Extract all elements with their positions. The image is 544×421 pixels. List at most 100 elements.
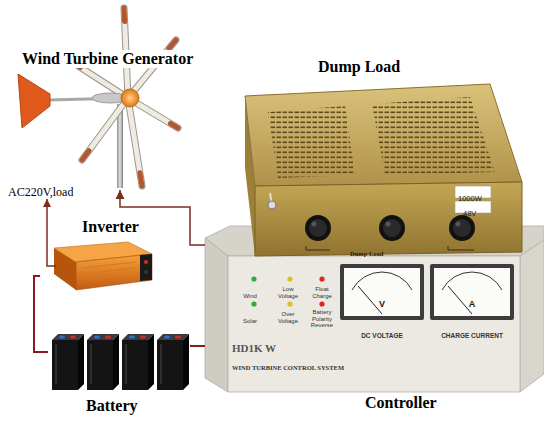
dump-load-box [448, 246, 474, 250]
meter-caption: CHARGE CURRENT [441, 332, 503, 339]
label-holder: A [430, 293, 514, 311]
label-holder: Over Voltage [272, 309, 304, 327]
meter-unit: A [469, 299, 476, 309]
inverter-body [82, 274, 136, 280]
turbine-node: Wind Turbine Generator [14, 2, 210, 190]
controller-housing [358, 286, 382, 314]
controller-housing [434, 268, 510, 316]
meter-unit: V [379, 299, 385, 309]
label-holder: HD1K W [232, 338, 276, 356]
wind-turbine [128, 98, 142, 186]
text-holder: Wind Turbine Generator [20, 50, 195, 68]
indicator-label: Low Voltage [272, 286, 304, 299]
dump-load-node: Dump Load [240, 56, 530, 200]
label-holder: AC220V,load [8, 182, 73, 200]
dump-load-box [449, 215, 475, 241]
component-name: Controller [365, 394, 437, 412]
controller-housing [340, 264, 424, 320]
dump-load-box [383, 219, 401, 237]
wind-turbine [128, 40, 176, 98]
component-name: Wind Turbine Generator [20, 50, 195, 68]
text-holder: Battery [86, 397, 138, 415]
controller-housing [251, 276, 256, 281]
controller-node: Controller [205, 200, 544, 418]
label-holder: 48V [463, 202, 476, 220]
inverter-body [76, 254, 152, 290]
label-holder: Solar [234, 309, 266, 327]
label-holder: WIND TURBINE CONTROL SYSTEM [232, 356, 344, 374]
controller-housing [352, 272, 412, 290]
rating-sticker: 1000W [458, 195, 482, 204]
panel-label: Dump Load [350, 250, 383, 257]
dump-load-box [306, 246, 330, 250]
label-holder: CHARGE CURRENT [430, 324, 514, 342]
wind-turbine [18, 74, 50, 128]
wire-connector [190, 345, 205, 347]
component-name: Battery [86, 397, 138, 415]
controller-housing [448, 286, 472, 314]
battery-bank [87, 334, 119, 390]
dump-load-box [255, 182, 522, 256]
controller-housing [287, 301, 292, 306]
wind-turbine [140, 173, 142, 186]
controller-housing [205, 238, 228, 392]
ac-output-arrow [47, 199, 56, 266]
inverter-body [82, 268, 136, 274]
rating-sticker: 48V [463, 210, 476, 219]
wind-turbine [121, 89, 139, 107]
controller-housing [344, 268, 420, 316]
label-holder: V [340, 293, 424, 311]
inverter-body [54, 242, 152, 290]
wind-turbine [82, 98, 128, 160]
label-holder: 1000W [458, 187, 482, 205]
wire-connector [120, 190, 205, 245]
wind-turbine [128, 98, 142, 186]
indicator-label: Wind [243, 293, 257, 300]
dump-load-box [305, 215, 331, 241]
inverter-node: Inverter [40, 216, 158, 294]
dump-load-box [386, 222, 391, 227]
meter-caption: DC VOLTAGE [361, 332, 403, 339]
inverter-body [140, 254, 152, 281]
controller-housing [319, 276, 324, 281]
indicator-label: Battery Polarity Reverse [306, 309, 338, 329]
inverter-body [82, 262, 136, 268]
wind-turbine [18, 8, 178, 188]
wind-turbine [169, 40, 176, 49]
dump-load-box [379, 215, 405, 241]
component-name: Dump Load [318, 58, 400, 76]
dump-load-box [268, 106, 355, 178]
dump-load-box [268, 201, 276, 209]
dump-load-box [312, 222, 317, 227]
controller-housing [228, 256, 520, 392]
label-holder: Float Charge [306, 284, 338, 302]
dump-load-box [453, 219, 471, 237]
indicator-label: Float Charge [306, 286, 338, 299]
panel-title: WIND TURBINE CONTROL SYSTEM [232, 364, 344, 371]
dump-load-box [245, 84, 522, 186]
wind-turbine [122, 8, 128, 22]
indicator-label: Over Voltage [272, 311, 304, 324]
label-holder: DC VOLTAGE [340, 324, 424, 342]
wind-turbine [82, 151, 89, 160]
battery-bank [122, 334, 154, 390]
text-holder: Inverter [82, 218, 139, 236]
dump-load-box [372, 97, 495, 175]
label-holder: Low Voltage [272, 284, 304, 302]
controller-housing [442, 272, 502, 290]
controller-housing [251, 301, 256, 306]
wind-turbine [72, 8, 178, 186]
wind-turbine [171, 124, 179, 129]
label-holder: Battery Polarity Reverse [306, 309, 338, 331]
component-name: Inverter [82, 218, 139, 236]
model-name: HD1K W [232, 342, 276, 355]
inverter-body [144, 260, 148, 264]
dump-load-box [309, 219, 327, 237]
dump-load-box [245, 84, 522, 256]
battery-bank [157, 334, 189, 390]
output-label: AC220V,load [8, 186, 73, 200]
inverter-body [144, 270, 148, 274]
